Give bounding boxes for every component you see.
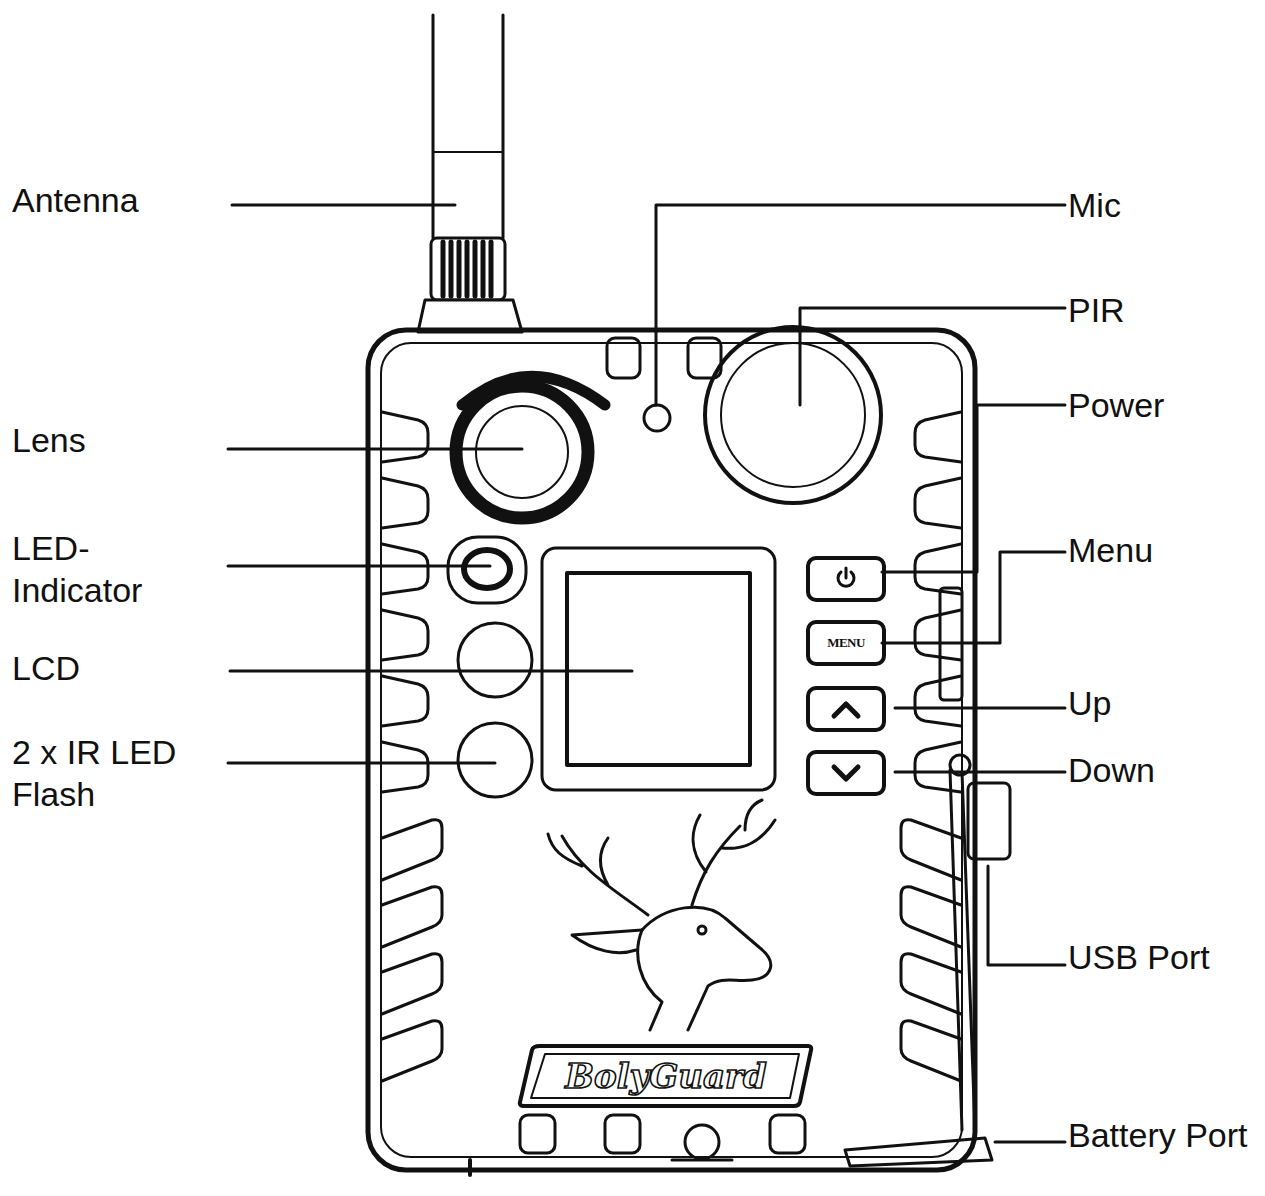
bottom-notch <box>605 1115 640 1153</box>
part-label: Power <box>1068 384 1258 426</box>
deer-emblem <box>548 800 775 1030</box>
leader-line <box>882 405 1065 572</box>
deer-eye <box>698 926 706 934</box>
leader-line <box>228 565 490 568</box>
grip-rib <box>382 412 428 462</box>
usb-cover <box>968 783 1010 859</box>
ir-flash <box>458 623 532 697</box>
deer-antler <box>548 834 648 915</box>
pir-window <box>721 343 865 487</box>
top-notch <box>607 338 640 378</box>
lcd-screen <box>567 573 750 765</box>
ir-flash <box>458 723 532 797</box>
mount-rim <box>672 1159 732 1162</box>
leader-line <box>882 552 1065 643</box>
part-label: Antenna <box>12 179 312 221</box>
lens-ring <box>456 386 588 518</box>
deer-ear <box>572 930 642 953</box>
camera-body <box>368 330 975 1170</box>
part-label: Up <box>1068 682 1258 724</box>
down-chevron <box>834 767 858 779</box>
part-label: Lens <box>12 419 212 461</box>
grip-rib <box>382 820 442 880</box>
body-inner-edge <box>381 343 962 1157</box>
lcd-frame <box>542 548 775 790</box>
leader-line <box>800 308 1065 405</box>
latch-arm <box>950 770 975 1130</box>
battery-latch <box>845 1138 992 1166</box>
side-ribs <box>901 412 961 1081</box>
grip-rib <box>382 954 442 1014</box>
part-label: Mic <box>1068 184 1258 226</box>
antenna-base <box>418 300 522 332</box>
side-ribs <box>382 412 442 1081</box>
lens-glass <box>476 406 568 498</box>
deer-neck <box>638 930 662 1030</box>
camera-drawing <box>228 15 1065 1175</box>
grip-rib <box>382 610 428 660</box>
leader-line <box>895 707 1065 710</box>
button-text: MENU <box>808 634 884 652</box>
grip-rib <box>382 742 428 792</box>
up-button <box>808 688 884 730</box>
leader-line <box>656 205 1065 405</box>
antenna-joint <box>433 151 503 153</box>
leader-line <box>228 448 522 451</box>
leader-line <box>995 1141 1065 1144</box>
part-label: Battery Port <box>1068 1114 1265 1156</box>
part-label: Down <box>1068 749 1258 791</box>
menu-button <box>808 622 884 664</box>
grip-rib <box>382 887 442 947</box>
tripod-mount <box>685 1125 719 1159</box>
down-button <box>808 752 884 794</box>
part-label: 2 x IR LED Flash <box>12 731 202 815</box>
led-indicator <box>464 550 510 588</box>
leader-line <box>230 670 632 673</box>
leader-line <box>232 204 455 207</box>
part-label: LCD <box>12 647 212 689</box>
grip-rib <box>382 544 428 594</box>
part-label: PIR <box>1068 289 1258 331</box>
deer-head <box>642 907 771 1030</box>
pir-sensor <box>705 327 881 503</box>
leader-lines <box>228 205 1065 1142</box>
leader-line <box>895 771 1065 774</box>
grip-rib <box>382 676 428 726</box>
logo-plate <box>520 1046 811 1106</box>
bottom-notch <box>770 1115 805 1153</box>
bottom-notch <box>520 1115 555 1153</box>
part-label: USB Port <box>1068 936 1263 978</box>
power-button <box>808 558 884 600</box>
antenna-nut <box>431 238 505 300</box>
leader-line <box>988 866 1065 965</box>
up-chevron <box>834 704 858 716</box>
body-foot <box>468 1160 472 1175</box>
brand-logo: BolyGuard <box>525 1054 807 1098</box>
nut-knurl <box>443 242 491 296</box>
mic-hole <box>644 405 670 431</box>
grip-rib <box>382 1021 442 1081</box>
power-icon <box>838 568 854 586</box>
part-label: Menu <box>1068 529 1258 571</box>
part-label: LED- Indicator <box>12 527 202 611</box>
grip-rib <box>382 478 428 528</box>
led-housing <box>448 537 526 603</box>
antenna-edge <box>502 15 505 238</box>
leader-line <box>228 762 495 765</box>
deer-antler <box>692 800 775 905</box>
